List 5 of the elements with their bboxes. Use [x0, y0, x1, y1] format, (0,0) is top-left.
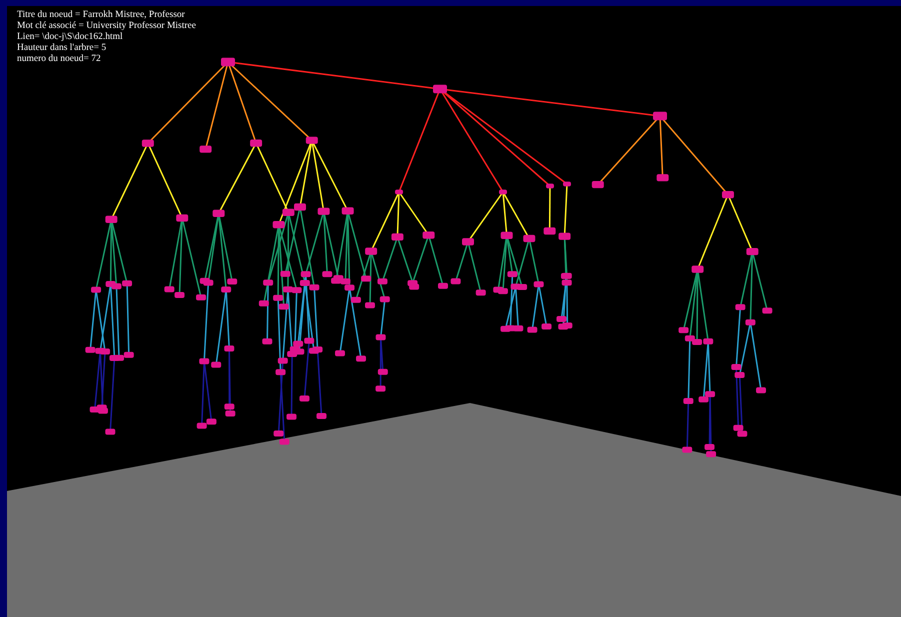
info-text: Hauteur dans l'arbre= 5 — [17, 43, 108, 54]
info-text: numero du noeud= 72 — [17, 54, 102, 65]
info-text: Lien= \doc-j\S\doc162.html — [17, 32, 124, 43]
info-text: Titre du noeud = Farrokh Mistree, Professor — [17, 10, 186, 21]
info-text: Mot clé associé = University Professor Mistree — [17, 21, 196, 32]
